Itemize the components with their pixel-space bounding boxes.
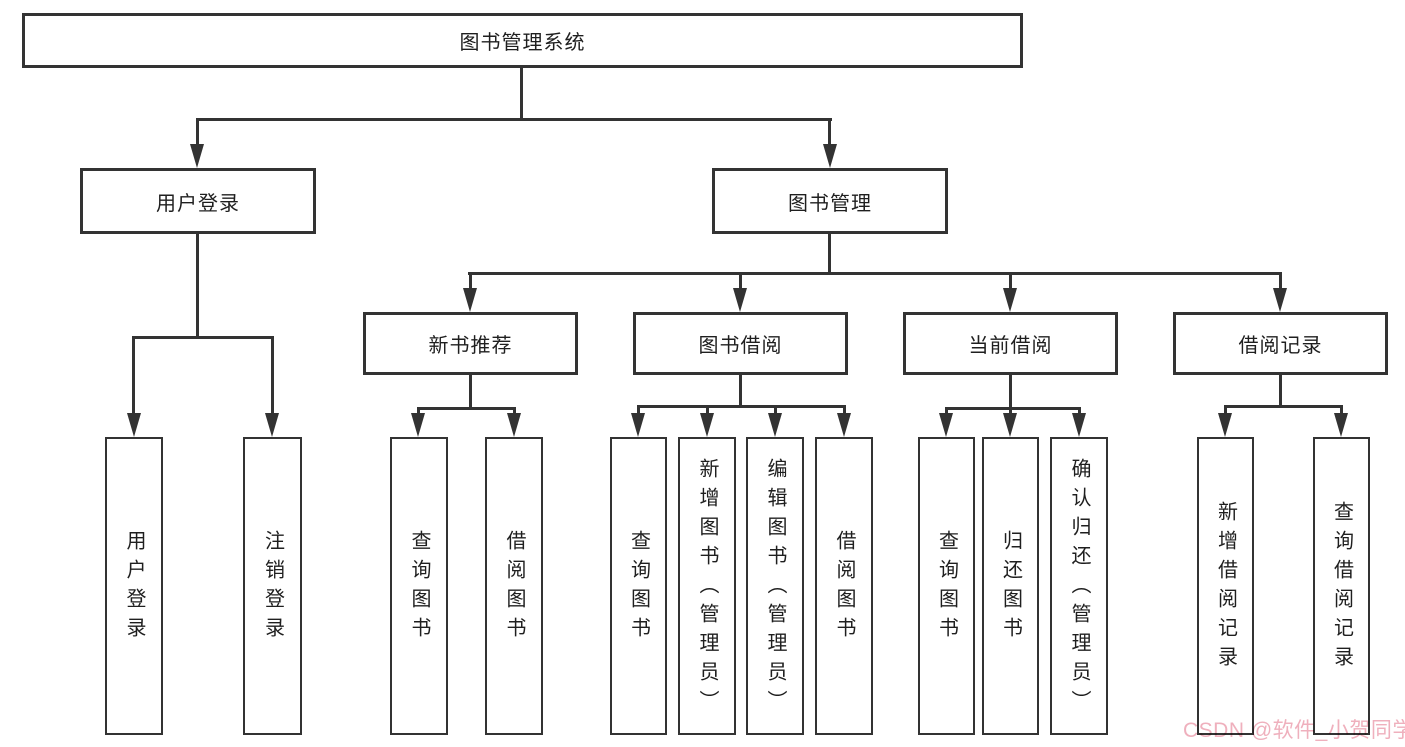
arrow-to-leaf-add-book — [700, 413, 714, 437]
connector-current-split — [945, 407, 1081, 410]
node-current-borrow: 当前借阅 — [903, 312, 1118, 375]
leaf-add-book-admin: 新增图书（管理员） — [678, 437, 736, 735]
connector-user-leaf2-stem — [271, 336, 274, 414]
connector-borrow-leaf3-stem — [774, 405, 777, 415]
connector-borrow-leaf1-stem — [637, 405, 640, 415]
csdn-watermark: CSDN @软件_小贺同学 — [1183, 719, 1405, 742]
node-root-library-system: 图书管理系统 — [22, 13, 1023, 68]
arrow-to-leaf-query-record — [1334, 413, 1348, 437]
connector-root-split — [196, 118, 832, 121]
leaf-borrow-book-newbook: 借阅图书 — [485, 437, 543, 735]
connector-user-down — [196, 234, 199, 336]
leaf-add-borrow-record: 新增借阅记录 — [1197, 437, 1254, 735]
connector-newbook-split — [417, 407, 516, 410]
connector-records-leaf2-stem — [1340, 405, 1343, 415]
connector-borrow-split — [637, 405, 846, 408]
connector-records-stem — [1279, 272, 1282, 290]
arrow-to-leaf-user-login — [127, 413, 141, 437]
leaf-query-book-current: 查询图书 — [918, 437, 975, 735]
node-book-borrow: 图书借阅 — [633, 312, 848, 375]
arrow-to-leaf-query-book-2 — [631, 413, 645, 437]
connector-current-leaf1-stem — [945, 407, 948, 415]
arrow-to-newbook — [463, 288, 477, 312]
arrow-to-records — [1273, 288, 1287, 312]
arrow-to-book-mgmt — [823, 144, 837, 168]
connector-records-down — [1279, 375, 1282, 405]
arrow-to-leaf-edit-book — [768, 413, 782, 437]
node-new-book-recommend: 新书推荐 — [363, 312, 578, 375]
leaf-user-login: 用户登录 — [105, 437, 163, 735]
connector-records-leaf1-stem — [1224, 405, 1227, 415]
connector-records-split — [1224, 405, 1343, 408]
leaf-edit-book-admin: 编辑图书（管理员） — [746, 437, 804, 735]
connector-borrow-leaf4-stem — [843, 405, 846, 415]
leaf-query-book-newbook: 查询图书 — [390, 437, 448, 735]
node-borrow-records: 借阅记录 — [1173, 312, 1388, 375]
connector-borrow-down — [739, 375, 742, 405]
connector-book-stem — [828, 118, 831, 146]
connector-book-down — [828, 234, 831, 272]
connector-borrow-leaf2-stem — [706, 405, 709, 415]
connector-root-stem — [520, 68, 523, 118]
node-book-mgmt: 图书管理 — [712, 168, 948, 234]
connector-newbook-leaf2-stem — [513, 407, 516, 415]
connector-user-split — [133, 336, 274, 339]
connector-newbook-stem — [469, 272, 472, 290]
arrow-to-leaf-confirm-return — [1072, 413, 1086, 437]
leaf-query-book-borrow: 查询图书 — [610, 437, 667, 735]
arrow-to-leaf-add-record — [1218, 413, 1232, 437]
connector-newbook-down — [469, 375, 472, 407]
leaf-return-book: 归还图书 — [982, 437, 1039, 735]
arrow-to-leaf-borrow-book-2 — [837, 413, 851, 437]
node-user-login: 用户登录 — [80, 168, 316, 234]
connector-newbook-leaf1-stem — [417, 407, 420, 415]
connector-current-stem — [1009, 272, 1012, 290]
connector-book-split — [468, 272, 1282, 275]
connector-current-down — [1009, 375, 1012, 407]
arrow-to-user-login — [190, 144, 204, 168]
arrow-to-leaf-borrow-book-1 — [507, 413, 521, 437]
leaf-logout: 注销登录 — [243, 437, 302, 735]
arrow-to-leaf-query-book-1 — [411, 413, 425, 437]
connector-user-leaf1-stem — [132, 336, 135, 414]
arrow-to-leaf-logout — [265, 413, 279, 437]
arrow-to-current — [1003, 288, 1017, 312]
leaf-confirm-return-admin: 确认归还（管理员） — [1050, 437, 1108, 735]
arrow-to-leaf-query-book-3 — [939, 413, 953, 437]
connector-current-leaf3-stem — [1078, 407, 1081, 415]
arrow-to-leaf-return-book — [1003, 413, 1017, 437]
leaf-borrow-book-borrow: 借阅图书 — [815, 437, 873, 735]
connector-borrow-stem — [739, 272, 742, 290]
leaf-query-borrow-record: 查询借阅记录 — [1313, 437, 1370, 735]
connector-user-stem — [196, 118, 199, 146]
connector-current-leaf2-stem — [1009, 407, 1012, 415]
arrow-to-borrow — [733, 288, 747, 312]
